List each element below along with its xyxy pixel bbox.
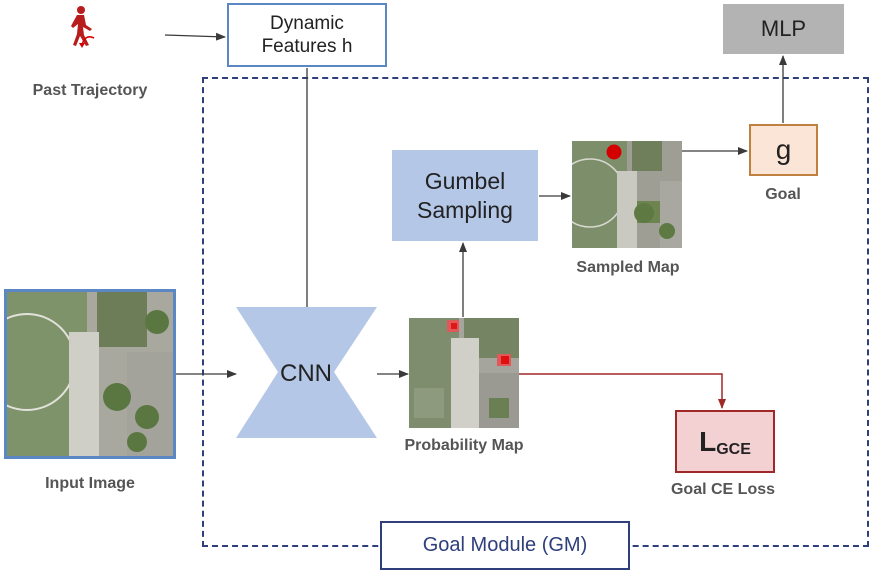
goal-ce-loss-label: Goal CE Loss xyxy=(670,481,776,498)
past-trajectory-label: Past Trajectory xyxy=(32,82,148,99)
cnn-shape xyxy=(236,307,377,438)
walking-person-icon xyxy=(71,6,95,48)
dynamic-features-line1: Dynamic xyxy=(270,13,344,34)
goal-box: g xyxy=(749,124,818,176)
input-image xyxy=(4,289,176,459)
probability-map-image xyxy=(409,318,519,428)
dynamic-features-box: Dynamic Features h xyxy=(227,3,387,67)
input-image-label: Input Image xyxy=(45,475,135,492)
sampled-map-image xyxy=(572,141,682,248)
arrow-probmap-to-loss xyxy=(506,373,726,409)
loss-symbol: L xyxy=(699,425,717,457)
sample-point-marker xyxy=(606,144,622,160)
gumbel-sampling-box: Gumbel Sampling xyxy=(392,150,538,241)
dynamic-features-line2: Features h xyxy=(261,36,353,57)
cnn-label: CNN xyxy=(280,360,332,387)
mlp-box: MLP xyxy=(723,4,844,54)
gumbel-line1: Gumbel xyxy=(424,167,506,194)
goal-label: Goal xyxy=(765,186,801,203)
probability-map-label: Probability Map xyxy=(404,437,524,454)
sampled-map-label: Sampled Map xyxy=(576,259,680,276)
gumbel-line2: Sampling xyxy=(417,196,513,223)
goal-module-label: Goal Module (GM) xyxy=(380,521,630,570)
loss-subscript: GCE xyxy=(716,440,751,458)
arrow-trajectory-to-features xyxy=(164,32,226,41)
